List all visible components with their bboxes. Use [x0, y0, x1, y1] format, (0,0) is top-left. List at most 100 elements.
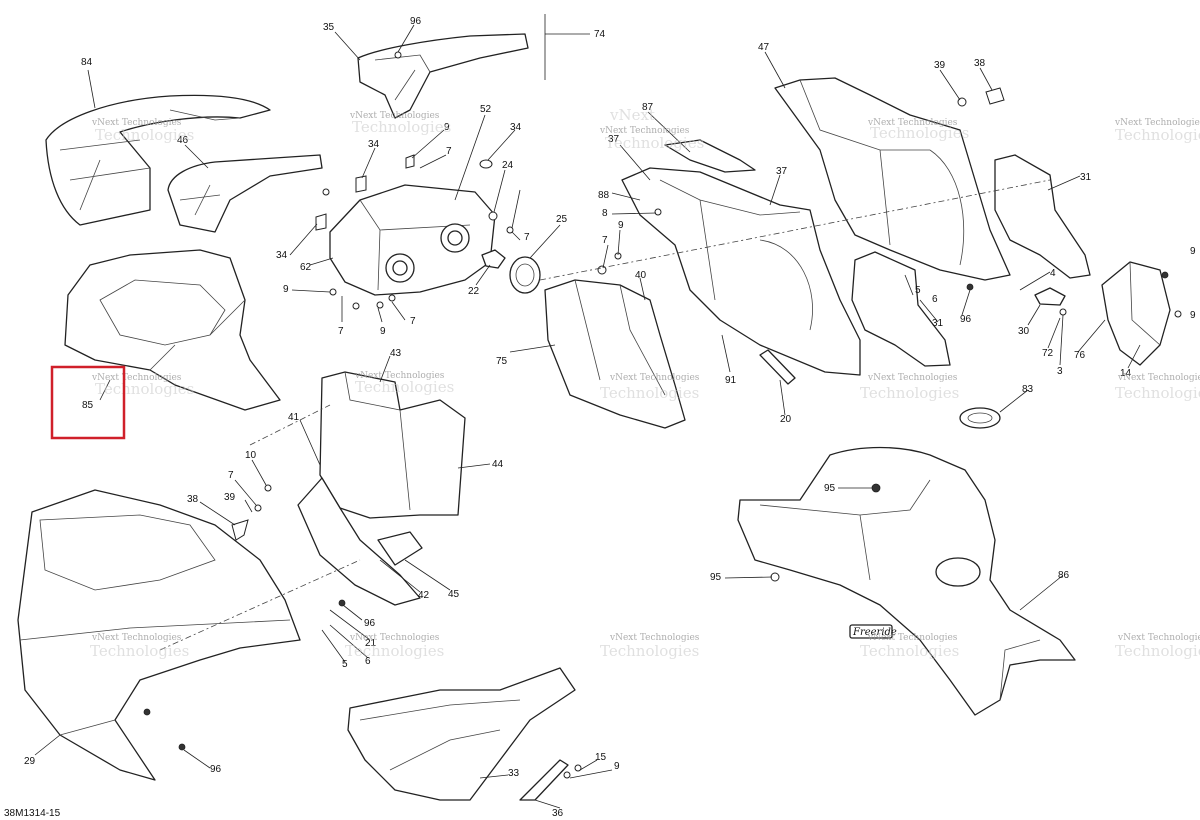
watermark-text: Technologies — [600, 642, 699, 660]
callout-24: 24 — [502, 160, 514, 171]
callout-95: 95 — [710, 572, 722, 583]
callout-8: 8 — [602, 208, 608, 219]
callout-43: 43 — [390, 348, 402, 359]
part-37-center-body — [621, 139, 861, 376]
watermark-text: vNext Technologies — [354, 371, 445, 381]
part-29-side-panel — [17, 489, 301, 781]
callout-9: 9 — [1190, 246, 1196, 257]
callout-40: 40 — [635, 270, 647, 281]
watermark-text: Technologies — [355, 378, 454, 396]
figure-code: 38M1314-15 — [4, 808, 61, 819]
watermark-text: vNext Technologies — [867, 633, 958, 643]
callout-9: 9 — [614, 761, 620, 772]
callout-5: 5 — [915, 285, 921, 296]
watermark-text: vNext — [609, 106, 655, 124]
callout-39: 39 — [224, 492, 236, 503]
callout-9: 9 — [380, 326, 386, 337]
freeride-badge: Freeride — [849, 624, 897, 639]
callout-31: 31 — [932, 318, 944, 329]
part-85-gauge-support — [64, 249, 281, 411]
callout-52: 52 — [480, 104, 492, 115]
callout-34: 34 — [510, 122, 522, 133]
part-86-lower-right-body — [737, 446, 1076, 716]
callout-7: 7 — [602, 235, 608, 246]
callout-86: 86 — [1058, 570, 1070, 581]
callout-96: 96 — [960, 314, 972, 325]
callout-39: 39 — [934, 60, 946, 71]
watermark-text: vNext Technologies — [91, 633, 182, 643]
callout-22: 22 — [468, 286, 480, 297]
callout-7: 7 — [446, 146, 452, 157]
watermark-text: vNext Technologies — [609, 633, 700, 643]
watermark-text: vNext Technologies — [1117, 633, 1200, 643]
callout-62: 62 — [300, 262, 312, 273]
callout-46: 46 — [177, 135, 189, 146]
watermark-text: Technologies — [870, 124, 969, 142]
callout-4: 4 — [1050, 268, 1056, 279]
watermark-text: vNext Technologies — [349, 111, 440, 121]
watermark-text: Technologies — [352, 118, 451, 136]
callout-36: 36 — [552, 808, 564, 819]
watermark-text: Technologies — [1115, 642, 1200, 660]
watermark-text: vNext Technologies — [1114, 118, 1200, 128]
watermark-text: vNext Technologies — [91, 118, 182, 128]
part-14-mirror-housing — [1101, 261, 1171, 366]
part-33-lower-panel — [347, 667, 576, 801]
callout-75: 75 — [496, 356, 508, 367]
callout-5: 5 — [342, 659, 348, 670]
watermarks: vNext Technologies Technologies vNext Te… — [90, 106, 1200, 660]
part-31-right-bracket-upper — [994, 154, 1091, 279]
callout-6: 6 — [932, 294, 938, 305]
watermark-text: Technologies — [1115, 126, 1200, 144]
callout-41: 41 — [288, 412, 300, 423]
callout-47: 47 — [758, 42, 770, 53]
callout-10: 10 — [245, 450, 257, 461]
watermark-text: vNext Technologies — [867, 118, 958, 128]
callout-95: 95 — [824, 483, 836, 494]
part-45-small-bracket — [377, 531, 423, 566]
watermark-text: Technologies — [600, 384, 699, 402]
callout-30: 30 — [1018, 326, 1030, 337]
highlight-box — [50, 365, 126, 440]
callout-14: 14 — [1120, 368, 1132, 379]
part-47-right-upper-panel — [774, 77, 1011, 281]
watermark-text: vNext Technologies — [867, 373, 958, 383]
callout-37: 37 — [776, 166, 788, 177]
part-25-light-bulb-cap — [509, 256, 541, 294]
callout-9: 9 — [1190, 310, 1196, 321]
callout-21: 21 — [365, 638, 377, 649]
callout-7: 7 — [524, 232, 530, 243]
watermark-text: Technologies — [605, 134, 704, 152]
callout-37: 37 — [608, 134, 620, 145]
callout-15: 15 — [595, 752, 607, 763]
callout-96: 96 — [210, 764, 222, 775]
callout-76: 76 — [1074, 350, 1086, 361]
callout-96: 96 — [410, 16, 422, 27]
callout-83: 83 — [1022, 384, 1034, 395]
leader-lines — [34, 24, 1141, 809]
callout-42: 42 — [418, 590, 430, 601]
callout-34: 34 — [276, 250, 288, 261]
watermark-text: Technologies — [860, 384, 959, 402]
callout-25: 25 — [556, 214, 568, 225]
part-40-75-side-cover — [544, 279, 686, 429]
watermark-text: Technologies — [860, 642, 959, 660]
watermark-text: vNext Technologies — [609, 373, 700, 383]
part-20-clip — [759, 349, 796, 385]
part-41-44-center-panel — [297, 371, 466, 606]
callout-7: 7 — [228, 470, 234, 481]
callout-44: 44 — [492, 459, 504, 470]
assembly-centerlines — [159, 179, 1051, 651]
callout-20: 20 — [780, 414, 792, 425]
watermark-text: vNext Technologies — [1117, 373, 1200, 383]
callout-7: 7 — [338, 326, 344, 337]
callout-9: 9 — [283, 284, 289, 295]
part-74-upper-trim — [357, 14, 590, 119]
watermark-text: Technologies — [90, 642, 189, 660]
part-84-upper-cowl — [45, 94, 271, 226]
callout-9: 9 — [444, 122, 450, 133]
callout-7: 7 — [410, 316, 416, 327]
callout-72: 72 — [1042, 348, 1054, 359]
callout-96: 96 — [364, 618, 376, 629]
